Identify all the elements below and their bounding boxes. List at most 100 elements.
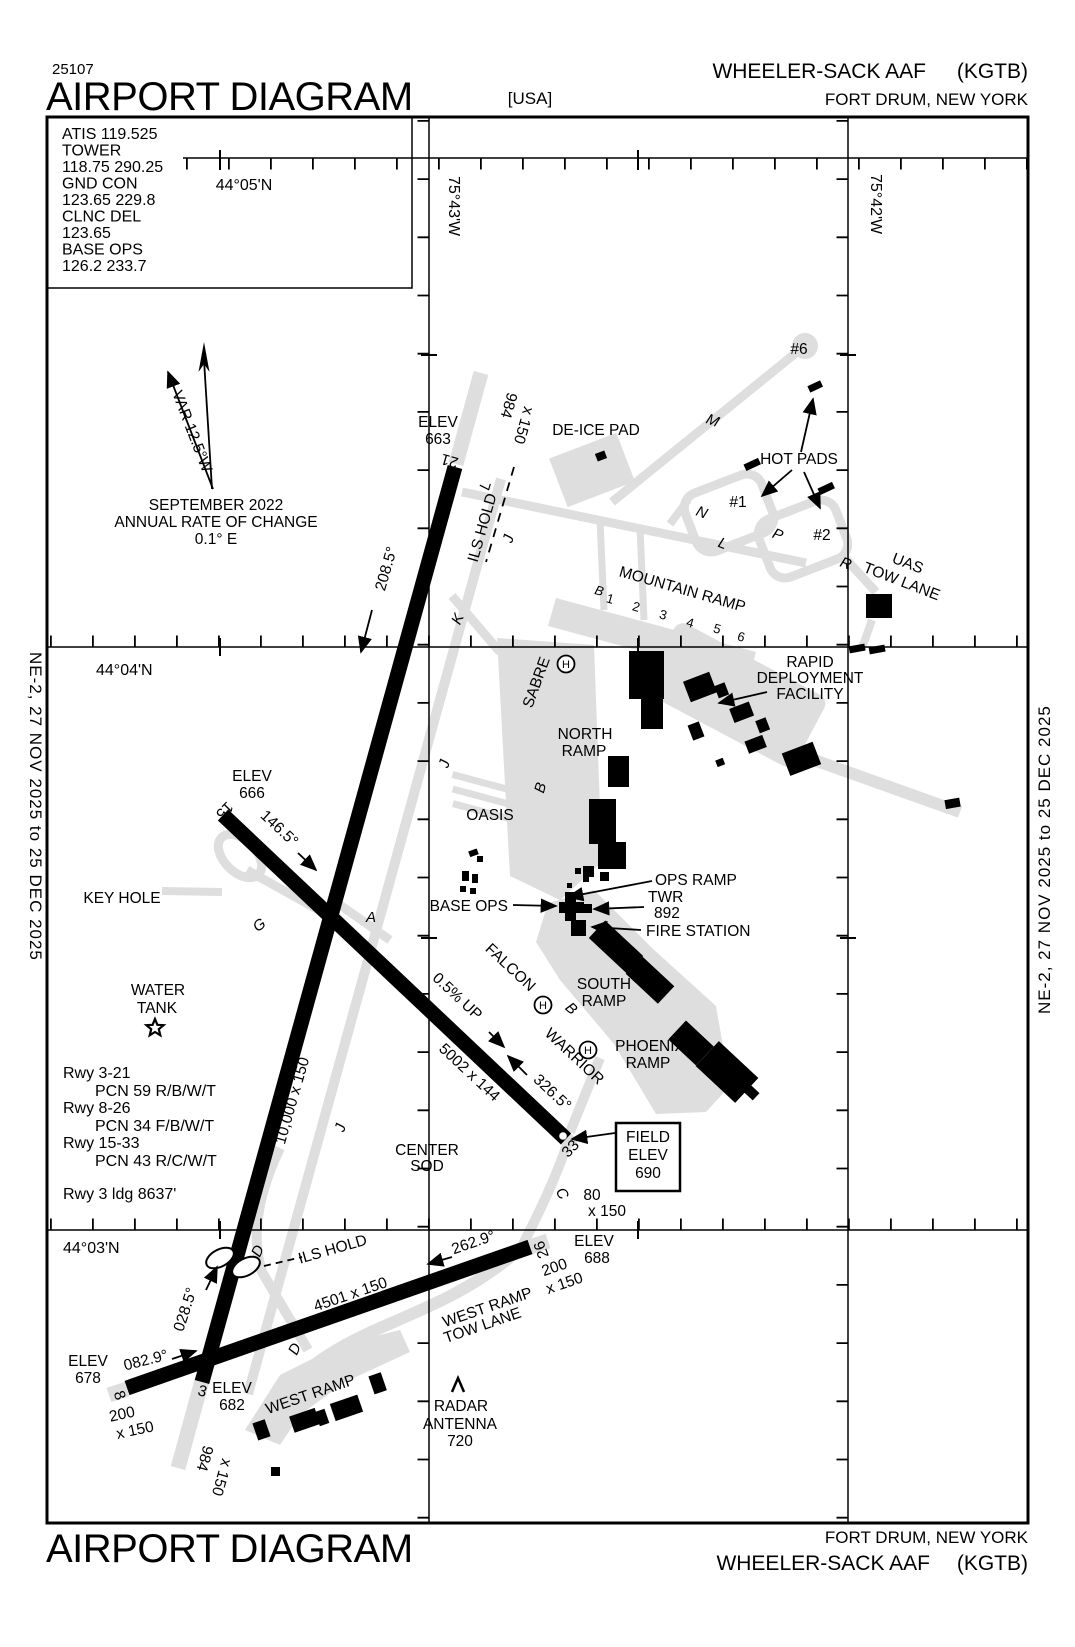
airport-city: FORT DRUM, NEW YORK <box>825 90 1029 109</box>
center-sod-label-1: CENTER <box>395 1142 459 1159</box>
rwy-data-3: PCN 34 F/B/W/T <box>95 1118 214 1135</box>
overrun-3-a: 984 <box>192 1443 216 1473</box>
rwy-26-number: 26 <box>531 1239 553 1261</box>
overrun-21 <box>448 371 489 466</box>
lane-3: 3 <box>658 606 669 622</box>
elev-26-word: ELEV <box>574 1233 614 1250</box>
elev-26-value: 688 <box>584 1250 610 1267</box>
arrow-fire-station <box>590 920 642 936</box>
arrow-hot-pad-1 <box>760 469 793 498</box>
freq-gnd: GND CON <box>62 176 138 193</box>
frequency-list: ATIS 119.525 TOWER 118.75 290.25 GND CON… <box>62 126 163 275</box>
oasis-label: OASIS <box>466 807 513 824</box>
arrow-slope <box>488 1031 506 1049</box>
helipad-sabre <box>556 654 576 674</box>
taxiway-a-label: A <box>365 909 376 926</box>
taxiway-j-label-3: J <box>331 1121 350 1134</box>
field-elev-1: FIELD <box>626 1129 670 1146</box>
uas-lane-stub <box>858 618 876 650</box>
ops-ramp-label: OPS RAMP <box>655 872 737 889</box>
taxiway-d-lane <box>251 1145 313 1353</box>
freq-atis: ATIS 119.525 <box>62 126 158 143</box>
footer-title: AIRPORT DIAGRAM <box>46 1527 413 1571</box>
hot-pad-2-label: #2 <box>813 527 830 544</box>
lat-44-03: 44°03'N <box>63 1240 120 1257</box>
airport-icao: (KGTB) <box>957 60 1028 83</box>
deice-pad-label: DE-ICE PAD <box>552 422 640 439</box>
freq-clnc: CLNC DEL <box>62 209 141 226</box>
arrow-hot-pad-2 <box>803 471 821 510</box>
overrun-33-b: x 150 <box>588 1203 626 1220</box>
runways <box>124 465 572 1396</box>
arrow-hdg-21 <box>357 609 373 654</box>
phoenix-ramp-label-2: RAMP <box>626 1055 671 1072</box>
rwy-data-ldg: Rwy 3 ldg 8637' <box>63 1186 176 1203</box>
radar-label-3: 720 <box>447 1433 473 1450</box>
helipads <box>533 654 598 1060</box>
water-tank-label-2: TANK <box>137 1000 178 1017</box>
north-ramp-label-2: RAMP <box>562 743 607 760</box>
south-ramp-stub <box>565 1056 605 1134</box>
taxiways <box>106 348 963 1470</box>
arrow-hdg-8 <box>171 1349 198 1363</box>
rwy-21-number: 21 <box>439 450 460 471</box>
taxiway-n-label: N <box>694 503 710 523</box>
west-ramp-area <box>245 1330 410 1445</box>
fire-station-label: FIRE STATION <box>646 923 750 940</box>
map-border-grid <box>45 115 1030 1525</box>
lane-1: 1 <box>605 590 616 606</box>
water-tank-star <box>143 1016 167 1038</box>
variation-rate1: ANNUAL RATE OF CHANGE <box>114 514 317 531</box>
elev-15-value: 666 <box>239 785 265 802</box>
rwy-data-4: Rwy 15-33 <box>63 1135 140 1152</box>
north-ramp-label-1: NORTH <box>558 726 613 743</box>
hot-pad-1-label: #1 <box>729 494 746 511</box>
elev-21-word: ELEV <box>418 414 458 431</box>
arrow-hdg-15 <box>297 852 318 872</box>
lat-44-04: 44°04'N <box>96 662 153 679</box>
overrun-33-a: 80 <box>583 1187 601 1204</box>
lane-4: 4 <box>685 614 696 630</box>
overrun-26 <box>527 1233 551 1255</box>
base-ops-label: BASE OPS <box>430 898 508 915</box>
taxiway-a-lane <box>337 901 393 944</box>
rwy-data-1: PCN 59 R/B/W/T <box>95 1083 216 1100</box>
ramp-stub-2 <box>636 527 648 621</box>
elev-8-value: 678 <box>75 1370 101 1387</box>
arrow-base-ops <box>512 898 558 913</box>
chart-id: 25107 <box>52 61 94 78</box>
taxiway-j-label-2: J <box>435 757 454 770</box>
helipad-h-sabre: H <box>562 659 570 671</box>
hot-pad-2-loop <box>753 495 853 583</box>
footer-icao: (KGTB) <box>957 1552 1028 1575</box>
helipad-h-warrior: H <box>584 1045 592 1057</box>
taxiway-j-label-1: J <box>499 532 518 545</box>
overrun-3 <box>170 1375 211 1470</box>
radar-antenna-symbol <box>450 1374 466 1393</box>
freq-gnd-values: 123.65 229.8 <box>62 192 156 209</box>
arrow-ops-ramp <box>566 880 653 902</box>
overrun-21-a: 984 <box>496 390 520 420</box>
arrow-hdg-3 <box>203 1265 218 1291</box>
elev-8-word: ELEV <box>68 1353 108 1370</box>
arrow-hdg-26 <box>426 1252 453 1267</box>
keyhole-stub <box>161 887 223 896</box>
hold-loop-2 <box>231 1255 261 1279</box>
freq-baseops: BASE OPS <box>62 242 143 259</box>
lane-5: 5 <box>712 620 723 636</box>
taxiway-m-lane <box>609 348 800 506</box>
key-hole-label: KEY HOLE <box>83 890 160 907</box>
variation-date: SEPTEMBER 2022 <box>149 497 283 514</box>
taxiway-l-lane <box>461 487 807 568</box>
ils-hold-dash-bottom <box>263 1256 303 1267</box>
taxiway-l-label-1: L <box>476 479 495 492</box>
south-ramp-label-2: RAMP <box>582 993 627 1010</box>
margin-note-right: NE-2, 27 NOV 2025 to 25 DEC 2025 <box>1035 705 1054 1014</box>
rdf-label-3: FACILITY <box>776 686 843 703</box>
field-elev-2: ELEV <box>628 1147 668 1164</box>
runway-33-threshold-dot <box>559 1132 567 1140</box>
true-north-arrow <box>203 359 213 490</box>
rwy-data-0: Rwy 3-21 <box>63 1065 131 1082</box>
arrow-hdg-33 <box>506 1054 528 1076</box>
